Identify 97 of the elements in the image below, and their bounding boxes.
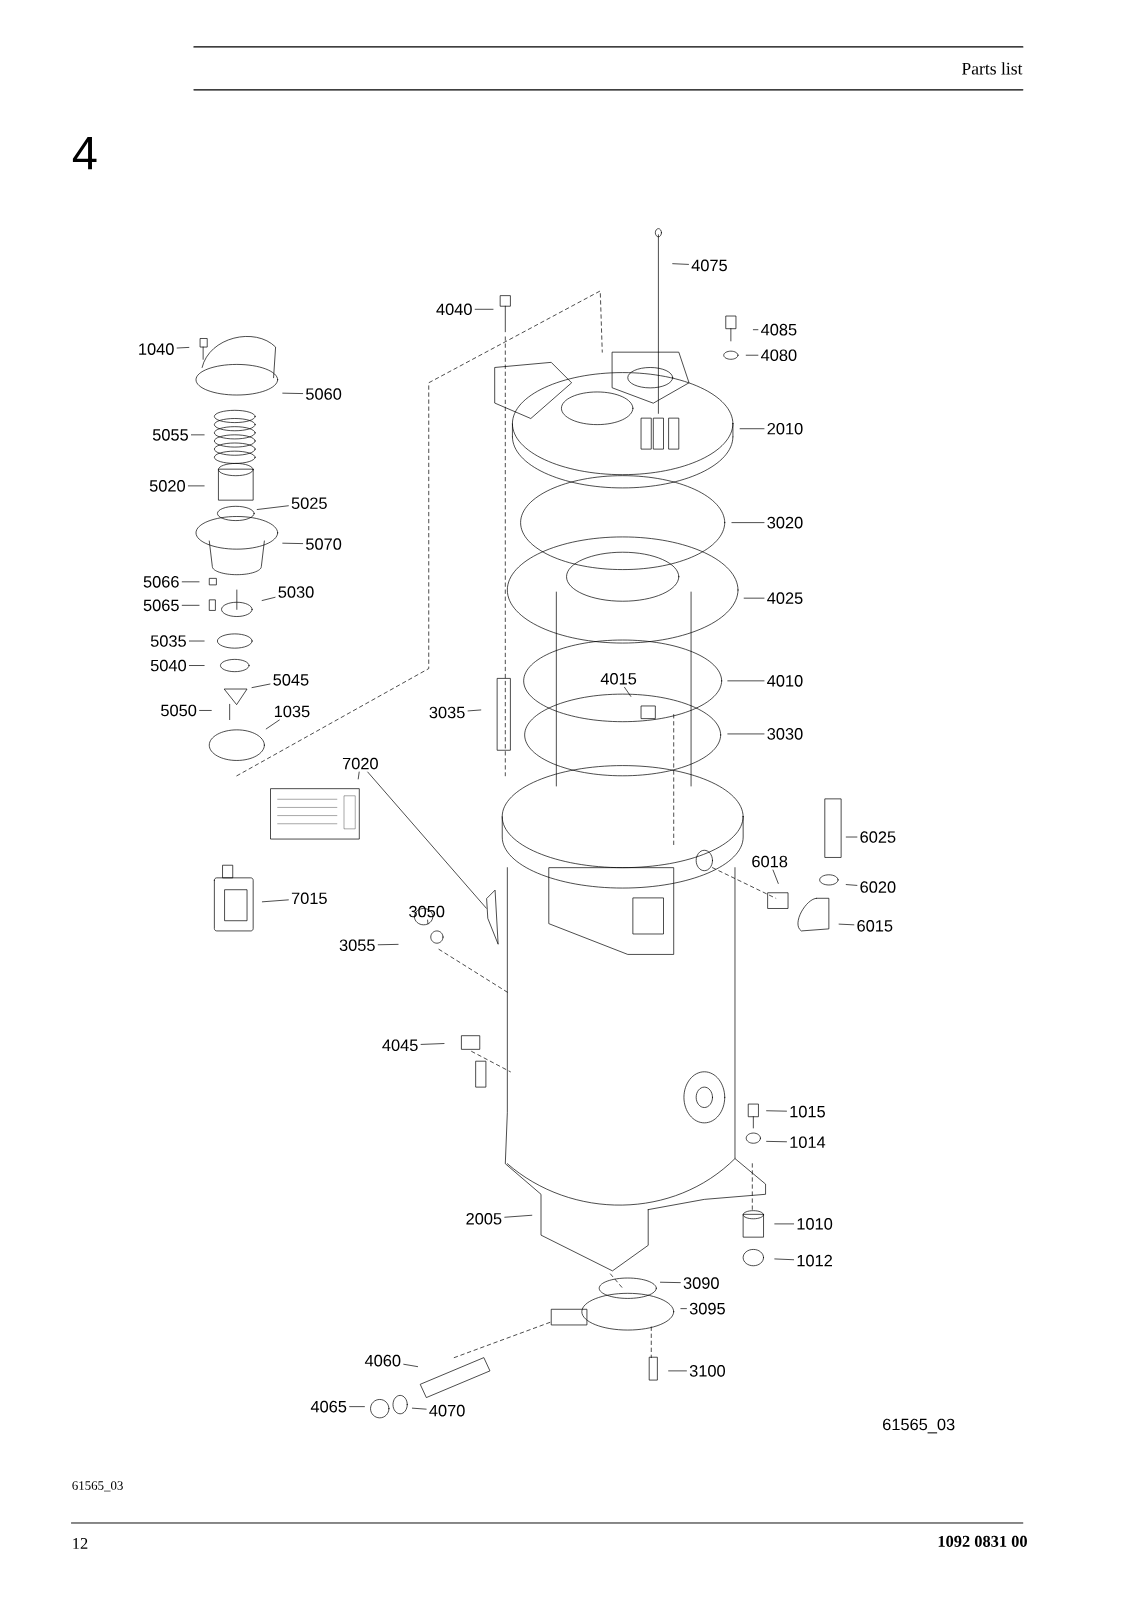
leader-line bbox=[845, 884, 858, 886]
leader-line bbox=[251, 683, 271, 688]
page-number: 12 bbox=[73, 1537, 88, 1549]
leader-line bbox=[412, 1407, 427, 1410]
callout-number: 3050 bbox=[409, 905, 445, 918]
drawing-number: 61565_03 bbox=[72, 1481, 123, 1492]
callout-number: 1012 bbox=[797, 1254, 832, 1267]
callout-number: 3030 bbox=[767, 728, 803, 740]
header-title: Parts list bbox=[961, 62, 1023, 75]
leader-line bbox=[660, 1281, 681, 1283]
leader-line bbox=[367, 771, 487, 909]
callout-number: 1014 bbox=[790, 1136, 826, 1149]
leader-line bbox=[181, 581, 200, 583]
callout-number: 3035 bbox=[429, 706, 465, 719]
callout-number: 2010 bbox=[767, 422, 803, 435]
leader-line bbox=[504, 1214, 533, 1218]
leader-line bbox=[838, 923, 855, 926]
callout-number: 5030 bbox=[278, 586, 314, 598]
callout-number: 1010 bbox=[797, 1218, 833, 1230]
callout-number: 3100 bbox=[689, 1365, 725, 1377]
callout-number: 4060 bbox=[364, 1354, 401, 1367]
callout-number: 4085 bbox=[761, 323, 797, 336]
callout-number: 4040 bbox=[436, 303, 472, 316]
callout-number: 5060 bbox=[306, 388, 342, 400]
callout-number: 6025 bbox=[860, 831, 896, 843]
leader-line bbox=[672, 263, 689, 265]
leader-line bbox=[680, 1308, 687, 1309]
callout-number: 5070 bbox=[306, 538, 342, 550]
leader-line bbox=[188, 485, 205, 487]
document-number: 1092 0831 00 bbox=[938, 1535, 1027, 1547]
leader-line bbox=[727, 733, 765, 735]
leader-line bbox=[774, 1258, 794, 1261]
leader-line bbox=[199, 710, 212, 711]
leader-line bbox=[282, 542, 304, 544]
leader-line bbox=[474, 308, 494, 310]
callout-number: 5045 bbox=[273, 674, 309, 686]
callout-number: 7020 bbox=[342, 757, 378, 770]
callout-number: 6015 bbox=[857, 920, 893, 932]
leader-line bbox=[420, 1043, 445, 1045]
leader-line bbox=[377, 944, 399, 946]
leader-line bbox=[766, 1141, 787, 1143]
callout-number: 4080 bbox=[761, 349, 797, 362]
callout-number: 1035 bbox=[274, 705, 310, 718]
drawing-number: 61565_03 bbox=[883, 1418, 955, 1434]
leader-line bbox=[772, 869, 779, 884]
callout-number: 3020 bbox=[767, 516, 803, 529]
leader-line bbox=[191, 434, 205, 436]
callout-number: 5040 bbox=[150, 659, 187, 672]
callout-number: 3095 bbox=[689, 1302, 725, 1315]
callout-number: 1040 bbox=[139, 343, 174, 355]
leader-line bbox=[727, 680, 765, 682]
callout-number: 4065 bbox=[310, 1400, 347, 1413]
callout-number: 7015 bbox=[291, 892, 327, 905]
leader-line bbox=[845, 836, 858, 838]
leader-line bbox=[467, 709, 482, 712]
leader-line bbox=[766, 1110, 787, 1112]
leader-line bbox=[668, 1370, 687, 1372]
leader-line bbox=[743, 597, 765, 599]
leader-line bbox=[745, 354, 759, 356]
callout-number: 4045 bbox=[382, 1039, 418, 1052]
leader-line bbox=[282, 392, 304, 394]
leader-line bbox=[349, 1406, 365, 1407]
leader-line bbox=[189, 665, 205, 666]
callout-number: 5020 bbox=[149, 480, 185, 492]
leader-line bbox=[265, 719, 280, 730]
leader-line bbox=[774, 1223, 794, 1225]
leader-line bbox=[624, 686, 632, 697]
callout-number: 3090 bbox=[683, 1277, 719, 1289]
leader-line bbox=[189, 640, 205, 642]
callout-number: 6018 bbox=[752, 855, 788, 868]
leader-line bbox=[256, 505, 289, 510]
leader-line bbox=[403, 1363, 418, 1367]
leader-line bbox=[753, 329, 759, 331]
callout-number: 5035 bbox=[150, 635, 186, 647]
callout-number: 2005 bbox=[466, 1212, 502, 1225]
callout-number: 5050 bbox=[161, 704, 197, 717]
callout-number: 5066 bbox=[143, 576, 179, 588]
callout-number: 4015 bbox=[600, 672, 637, 685]
callout-number: 5025 bbox=[291, 497, 327, 510]
callout-number: 4070 bbox=[429, 1404, 465, 1417]
section-number: 4 bbox=[72, 137, 97, 170]
leader-line bbox=[261, 596, 276, 601]
leader-line bbox=[427, 919, 429, 925]
leader-line bbox=[181, 604, 200, 606]
callout-number: 1015 bbox=[790, 1105, 825, 1118]
callout-number: 4075 bbox=[691, 259, 727, 272]
leader-line bbox=[739, 428, 765, 430]
callout-number: 3055 bbox=[339, 939, 375, 952]
callout-number: 4010 bbox=[767, 675, 803, 687]
leader-line bbox=[357, 771, 360, 780]
leader-line bbox=[261, 899, 289, 903]
callout-number: 5055 bbox=[152, 429, 188, 441]
callout-number: 5065 bbox=[143, 599, 179, 612]
leader-line bbox=[176, 347, 190, 349]
leader-line bbox=[731, 522, 765, 523]
callout-number: 4025 bbox=[767, 592, 803, 604]
callout-number: 6020 bbox=[860, 881, 896, 893]
